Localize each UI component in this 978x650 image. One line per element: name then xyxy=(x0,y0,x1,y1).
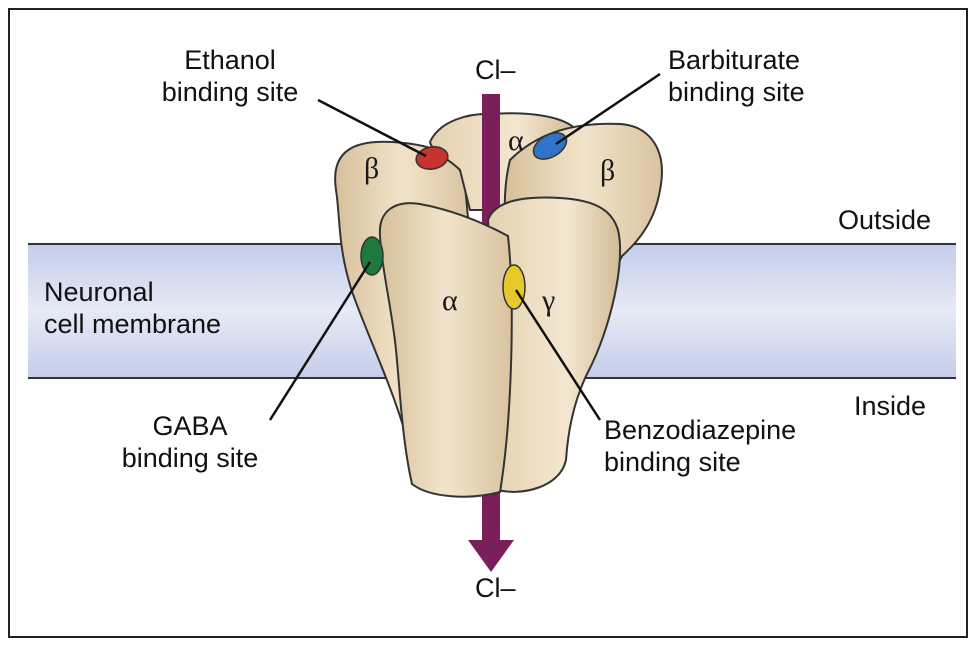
chloride-top-label: Cl– xyxy=(475,55,516,85)
barbiturate-label-line2: binding site xyxy=(668,77,805,107)
benzodiazepine-label-line1: Benzodiazepine xyxy=(604,415,797,445)
gaba-label-line2: binding site xyxy=(121,443,259,473)
subunit-alpha-front-label: α xyxy=(442,284,458,317)
membrane-label-line1: Neuronal xyxy=(44,277,154,307)
membrane-label: Neuronal cell membrane xyxy=(44,276,221,340)
chloride-flow-arrowhead xyxy=(468,540,514,572)
subunit-gamma-label: γ xyxy=(542,284,556,317)
benzodiazepine-label-line2: binding site xyxy=(604,447,741,477)
ethanol-binding-site xyxy=(415,146,449,170)
benzodiazepine-label: Benzodiazepine binding site xyxy=(604,414,796,478)
ethanol-label-line2: binding site xyxy=(161,77,299,107)
subunit-beta-right-label: β xyxy=(600,154,616,187)
gaba-label: GABA binding site xyxy=(100,410,280,474)
ethanol-leader-line xyxy=(317,98,427,158)
barbiturate-label-line1: Barbiturate xyxy=(668,45,801,75)
subunit-alpha-top-label: α xyxy=(508,124,524,157)
membrane-label-line2: cell membrane xyxy=(44,309,222,339)
benzodiazepine-binding-site xyxy=(502,264,526,310)
ethanol-label-line1: Ethanol xyxy=(184,45,276,75)
barbiturate-label: Barbiturate binding site xyxy=(668,44,805,108)
gaba-label-line1: GABA xyxy=(152,411,228,441)
inside-label: Inside xyxy=(854,391,927,421)
ethanol-label: Ethanol binding site xyxy=(150,44,310,108)
chloride-bottom-label: Cl– xyxy=(475,573,516,603)
barbiturate-leader-line xyxy=(555,72,661,146)
subunit-alpha-front-shape xyxy=(378,202,513,498)
gaba-leader-line xyxy=(268,261,372,421)
outside-label: Outside xyxy=(838,205,932,235)
benzodiazepine-leader-line xyxy=(514,289,602,421)
subunit-beta-left-label: β xyxy=(364,152,380,185)
